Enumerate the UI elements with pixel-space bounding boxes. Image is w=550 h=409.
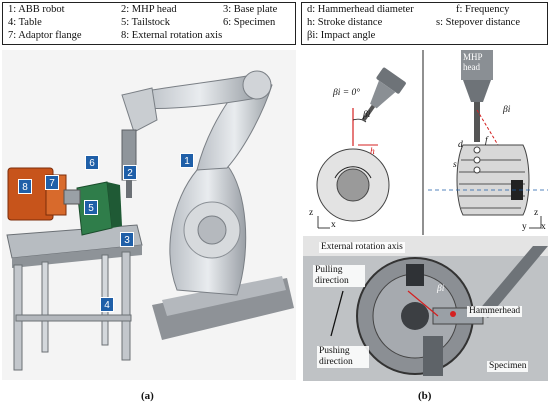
schematic-panel: βi = 0° βi h z x MHP head βi f d s z y x [303, 50, 548, 235]
beta-label-left: βi [363, 110, 371, 120]
angle-zero-label: βi = 0° [333, 88, 361, 98]
z-label-right: z [534, 208, 539, 218]
caption-b: (b) [418, 390, 432, 402]
stepover-schematic [428, 50, 548, 229]
rotation-axis-label: External rotation axis [319, 242, 405, 253]
legend-item-2: 2: MHP head [121, 4, 177, 15]
badge-4: 4 [100, 297, 114, 312]
legend-item-h: h: Stroke distance [307, 17, 383, 28]
caption-a: (a) [141, 390, 154, 402]
pulling-direction-label: Pulling direction [313, 265, 365, 287]
f-label: f [485, 136, 488, 146]
badge-8: 8 [18, 179, 32, 194]
legend-item-beta: βi: Impact angle [307, 30, 376, 41]
robot-cell-photo: 1 2 3 4 5 6 7 8 [2, 50, 296, 380]
left-legend: 1: ABB robot 2: MHP head 3: Base plate 4… [2, 2, 296, 45]
legend-item-4: 4: Table [8, 17, 42, 28]
right-legend: d: Hammerhead diameter f: Frequency h: S… [301, 2, 548, 45]
schematic-drawing [316, 50, 548, 235]
hammerhead-label: Hammerhead [467, 306, 523, 317]
legend-item-5: 5: Tailstock [121, 17, 170, 28]
impact-angle-schematic [316, 67, 406, 229]
legend-item-f: f: Frequency [456, 4, 510, 15]
x-label-right: x [541, 222, 546, 232]
legend-item-s: s: Stepover distance [436, 17, 520, 28]
badge-7: 7 [45, 175, 59, 190]
x-label-left: x [331, 220, 336, 230]
pushing-direction-label: Pushing direction [317, 346, 369, 368]
badge-5: 5 [84, 200, 98, 215]
legend-item-3: 3: Base plate [223, 4, 278, 15]
d-label: d [458, 140, 463, 150]
z-label-left: z [309, 208, 314, 218]
beta-label-right: βi [503, 105, 511, 115]
badge-1: 1 [180, 153, 194, 168]
mhp-head-label: MHP head [463, 52, 483, 72]
legend-item-d: d: Hammerhead diameter [307, 4, 414, 15]
badge-6: 6 [85, 155, 99, 170]
badge-2: 2 [123, 165, 137, 180]
legend-item-7: 7: Adaptor flange [8, 30, 82, 41]
legend-item-6: 6: Specimen [223, 17, 276, 28]
beta-label-photo: βi [437, 284, 445, 294]
legend-item-1: 1: ABB robot [8, 4, 65, 15]
h-label: h [370, 147, 375, 157]
specimen-label: Specimen [487, 361, 529, 372]
y-label-right: y [522, 222, 527, 232]
s-label: s [453, 160, 457, 170]
legend-item-8: 8: External rotation axis [121, 30, 223, 41]
hammering-photo: External rotation axis Pulling direction… [303, 236, 548, 381]
badge-3: 3 [120, 232, 134, 247]
robot-cell-illustration [2, 50, 296, 380]
